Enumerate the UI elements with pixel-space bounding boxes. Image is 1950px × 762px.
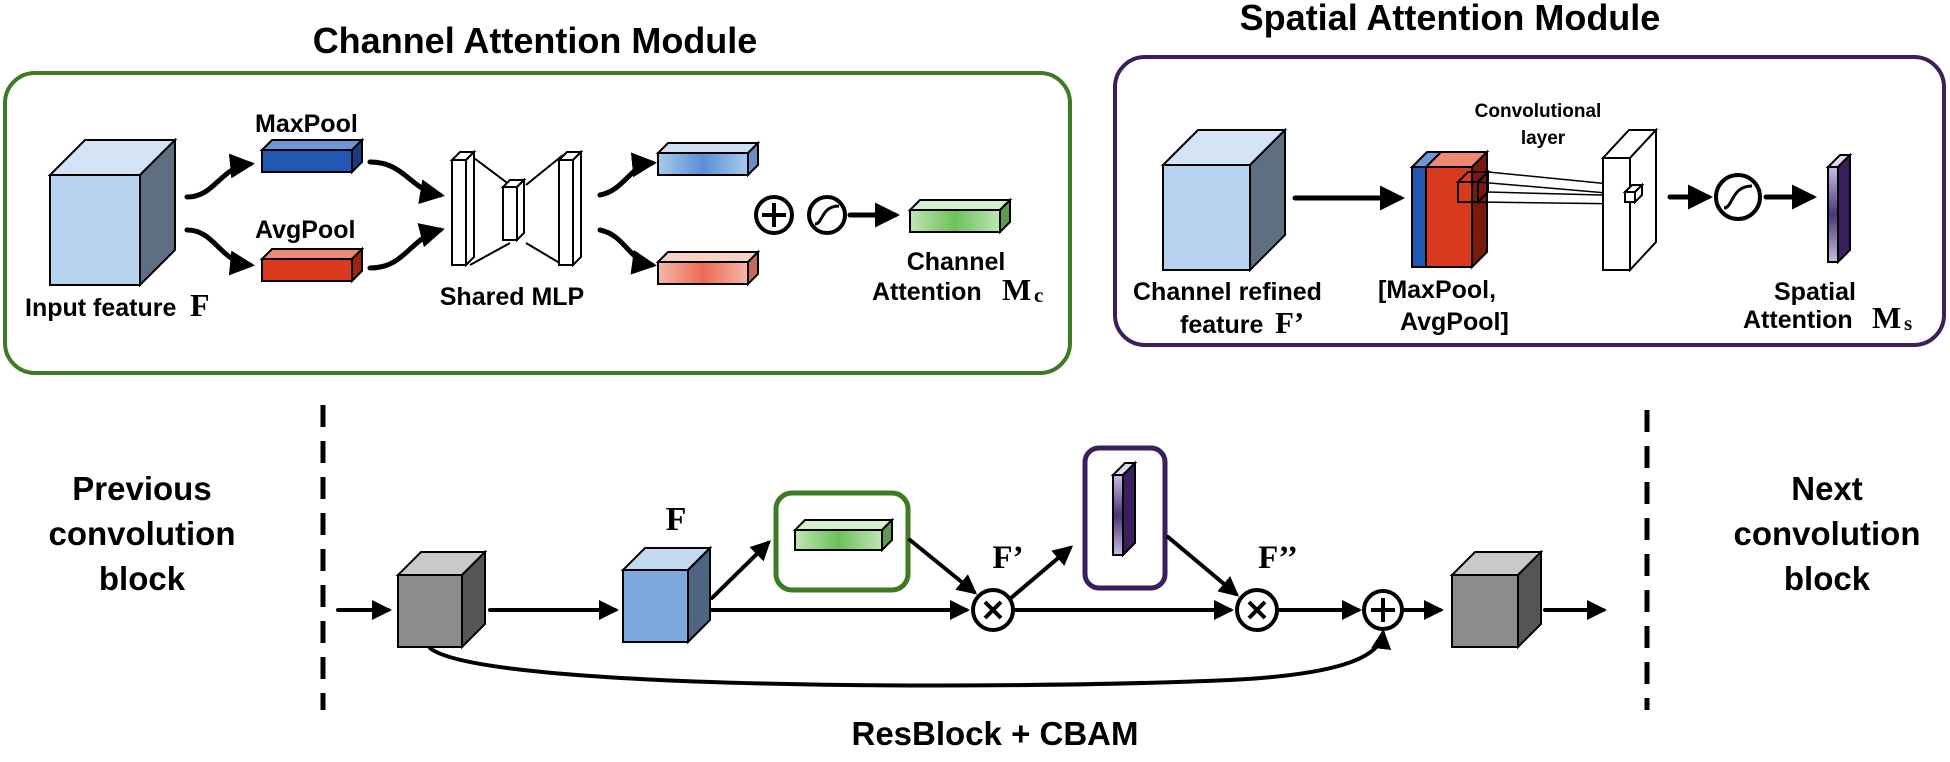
spatial-attention-label-2: Attention <box>1743 306 1853 334</box>
next-block-label-1: Next <box>1791 470 1863 507</box>
pooled-label-2: AvgPool] <box>1400 308 1509 336</box>
feature-f-label: F <box>666 501 687 538</box>
spatial-attention-map <box>1825 152 1853 265</box>
avgpool-bar <box>259 246 365 284</box>
mlp-output-avg-bar <box>655 249 761 287</box>
resblock-caption: ResBlock + CBAM <box>852 715 1139 752</box>
previous-block-label-2: convolution <box>49 515 236 552</box>
arrow-to-avgpool <box>184 227 255 276</box>
input-feature-label: Input feature <box>25 294 176 322</box>
arrow-f-to-channel-attention <box>710 540 771 600</box>
conv-layer-label-1: Convolutional <box>1475 101 1602 122</box>
arrow-to-maxpool <box>184 153 255 200</box>
input-gray-cube <box>395 549 488 650</box>
arrow-channel-attention-to-mult1 <box>908 538 978 595</box>
spatial-attention-symbol: M <box>1872 300 1901 335</box>
avgpool-label: AvgPool <box>255 216 355 244</box>
maxpool-label: MaxPool <box>255 110 358 138</box>
channel-attention-bar <box>907 197 1013 235</box>
spatial-attention-subscript: s <box>1904 311 1912 335</box>
channel-module-border <box>3 71 1072 375</box>
shared-mlp-label: Shared MLP <box>440 283 584 311</box>
arrow-f1-to-spatial-attention <box>1009 545 1074 600</box>
feature-f2-label: F’’ <box>1258 540 1298 576</box>
next-block-label-3: block <box>1784 560 1871 597</box>
feature-f1-label: F’ <box>992 540 1023 576</box>
channel-attention-subscript: c <box>1034 283 1043 307</box>
conv-layer <box>1600 127 1659 273</box>
maxpool-bar <box>259 137 365 175</box>
channel-attention-label-2: Attention <box>872 278 982 306</box>
sum-icon <box>754 195 794 235</box>
refined-feature-label-1: Channel refined <box>1133 278 1322 306</box>
channel-module-title: Channel Attention Module <box>313 20 758 61</box>
pooled-label-1: [MaxPool, <box>1378 276 1496 304</box>
spatial-module-border <box>1113 55 1946 347</box>
spatial-attention-map-small <box>1110 460 1138 558</box>
multiply-icon-2 <box>1235 588 1279 632</box>
multiply-icon-1 <box>971 588 1015 632</box>
output-gray-cube <box>1449 549 1544 650</box>
arrow-avgpool-to-mlp <box>367 223 445 271</box>
arrow-spatial-attention-to-mult2 <box>1166 535 1240 597</box>
spatial-sigmoid-icon <box>1714 173 1762 221</box>
input-feature-cube <box>47 137 178 288</box>
previous-block-label-3: block <box>99 560 186 597</box>
previous-block-label-1: Previous <box>72 470 211 507</box>
channel-attention-symbol: M <box>1002 272 1031 307</box>
skip-connection <box>428 629 1392 688</box>
arrow-mlp-to-red <box>597 227 657 275</box>
shared-mlp <box>449 149 584 268</box>
next-block-label-2: convolution <box>1734 515 1921 552</box>
feature-f-cube <box>620 545 713 645</box>
refined-feature-cube <box>1160 127 1288 273</box>
spatial-module-title: Spatial Attention Module <box>1240 0 1661 38</box>
spatial-attention-label-1: Spatial <box>1774 278 1856 306</box>
input-feature-symbol: F <box>190 287 210 323</box>
mlp-output-max-bar <box>655 140 761 178</box>
refined-feature-label-2: feature <box>1180 311 1263 339</box>
pooled-maps <box>1409 149 1491 270</box>
arrow-maxpool-to-mlp <box>367 159 445 205</box>
add-icon <box>1362 589 1404 631</box>
conv-layer-label-2: layer <box>1521 128 1566 149</box>
channel-attention-label-1: Channel <box>907 248 1006 276</box>
channel-attention-bar-small <box>792 517 895 553</box>
refined-feature-symbol: F’ <box>1275 305 1304 340</box>
arrow-mlp-to-blue <box>597 152 657 198</box>
sigmoid-icon <box>807 195 847 235</box>
